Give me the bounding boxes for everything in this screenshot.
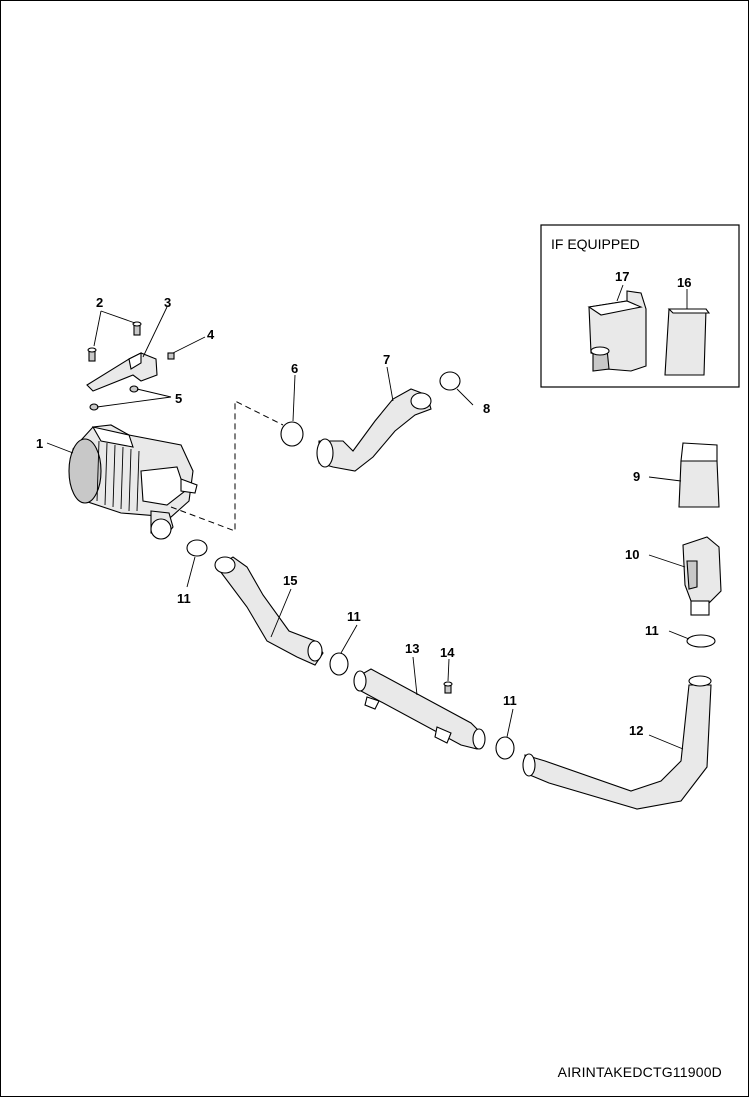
callout-11-b: 11 [347, 609, 361, 624]
callout-15: 15 [283, 573, 297, 588]
callout-12: 12 [629, 723, 643, 738]
part-11-clamp-b [329, 652, 349, 676]
part-13-tube [353, 668, 486, 750]
callout-4: 4 [207, 327, 215, 342]
callout-11-c: 11 [645, 623, 659, 638]
if-equipped-title: IF EQUIPPED [551, 236, 640, 252]
part-9-block [678, 442, 720, 508]
part-4-clip [167, 352, 175, 360]
callout-6: 6 [291, 361, 298, 376]
callout-7: 7 [383, 352, 390, 367]
part-14-screw [443, 681, 453, 694]
part-11-clamp-c [495, 736, 515, 760]
leader-lines [46, 284, 690, 750]
drawing-code: AIRINTAKEDCTG11900D [557, 1064, 722, 1080]
callout-10: 10 [625, 547, 639, 562]
callouts: 1 2 3 4 5 6 7 8 9 10 11 11 11 11 12 13 1… [36, 269, 691, 738]
part-16-pad [664, 308, 711, 376]
callout-3: 3 [164, 295, 171, 310]
part-15-hose [214, 556, 324, 666]
part-8-clamp [439, 371, 461, 391]
callout-17: 17 [615, 269, 629, 284]
callout-1: 1 [36, 436, 43, 451]
callout-9: 9 [633, 469, 640, 484]
part-11-clamp-d [686, 634, 716, 648]
part-3-bracket [86, 352, 158, 392]
callout-13: 13 [405, 641, 419, 656]
part-6-clamp [280, 421, 304, 447]
callout-16: 16 [677, 275, 691, 290]
part-11-clamp-a [186, 539, 208, 557]
part-7-elbow-hose [316, 388, 432, 472]
callout-14: 14 [440, 645, 455, 660]
connection-dashed-line [170, 400, 284, 532]
part-17-cover [587, 290, 647, 372]
callout-5: 5 [175, 391, 182, 406]
part-10-cap [682, 536, 722, 616]
part-2-bolts [87, 321, 142, 362]
part-1-air-cleaner [68, 424, 198, 540]
callout-11-a: 11 [177, 591, 191, 606]
callout-8: 8 [483, 401, 490, 416]
callout-11-d: 11 [503, 693, 517, 708]
part-12-pipe [522, 675, 712, 810]
callout-2: 2 [96, 295, 103, 310]
